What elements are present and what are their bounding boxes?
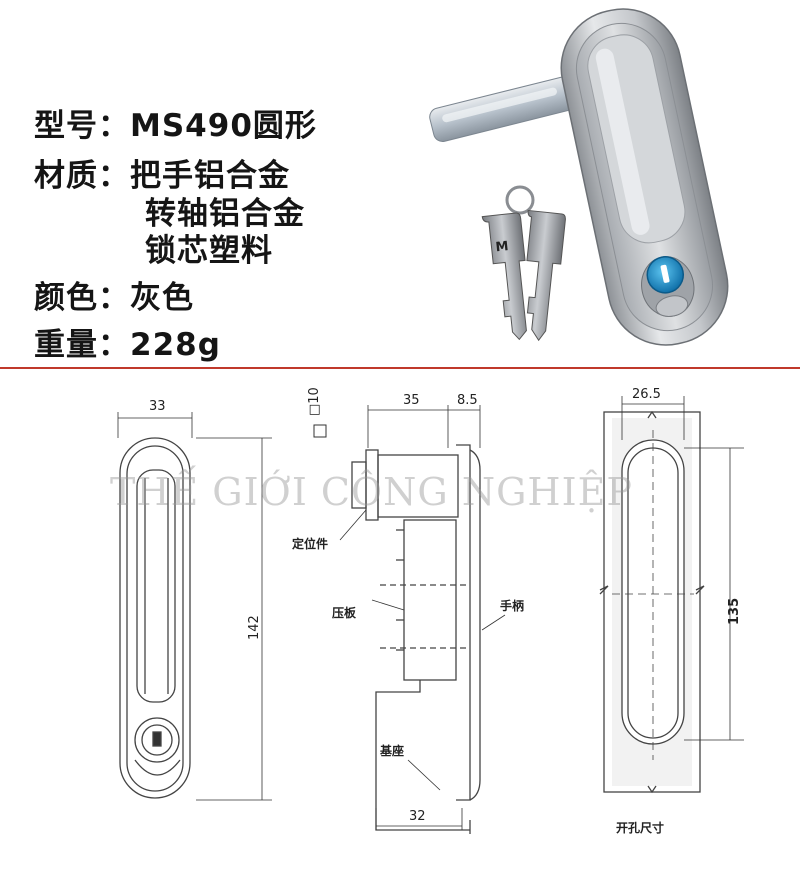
svg-text:M: M [495,239,509,255]
spec-material: 材质：把手铝合金 [34,158,290,194]
cutout-caption: 开孔尺寸 [616,820,664,835]
label-base: 基座 [379,743,404,758]
keys-photo: M [481,185,566,342]
handle-photo [429,8,729,346]
cutout-view-drawing [599,410,705,794]
front-height-dim: 142 [247,615,262,640]
spec-model: 型号：MS490圆形 [34,108,317,144]
spec-weight: 重量：228g [34,327,221,363]
section-divider [0,367,800,369]
side-square-dim: □10 [307,387,322,416]
cutout-height-dim: 135 [727,598,742,625]
cutout-width-dim: 26.5 [632,387,661,402]
key-ring-icon [505,185,535,215]
key-icon [481,212,527,341]
side-bottom-dim: 32 [409,809,426,824]
label-locator: 定位件 [292,536,328,551]
key-icon [526,209,566,342]
label-handle: 手柄 [500,598,524,613]
spec-material-line3: 锁芯塑料 [145,233,273,269]
spec-material-line2: 转轴铝合金 [145,196,305,232]
spec-color: 颜色：灰色 [34,280,194,316]
side-top-right-dim: 8.5 [457,393,478,408]
label-press-plate: 压板 [332,605,357,620]
front-view-drawing [119,437,191,799]
front-width-dim: 33 [149,399,166,414]
side-view-drawing [351,444,481,834]
side-top-left-dim: 35 [403,393,420,408]
